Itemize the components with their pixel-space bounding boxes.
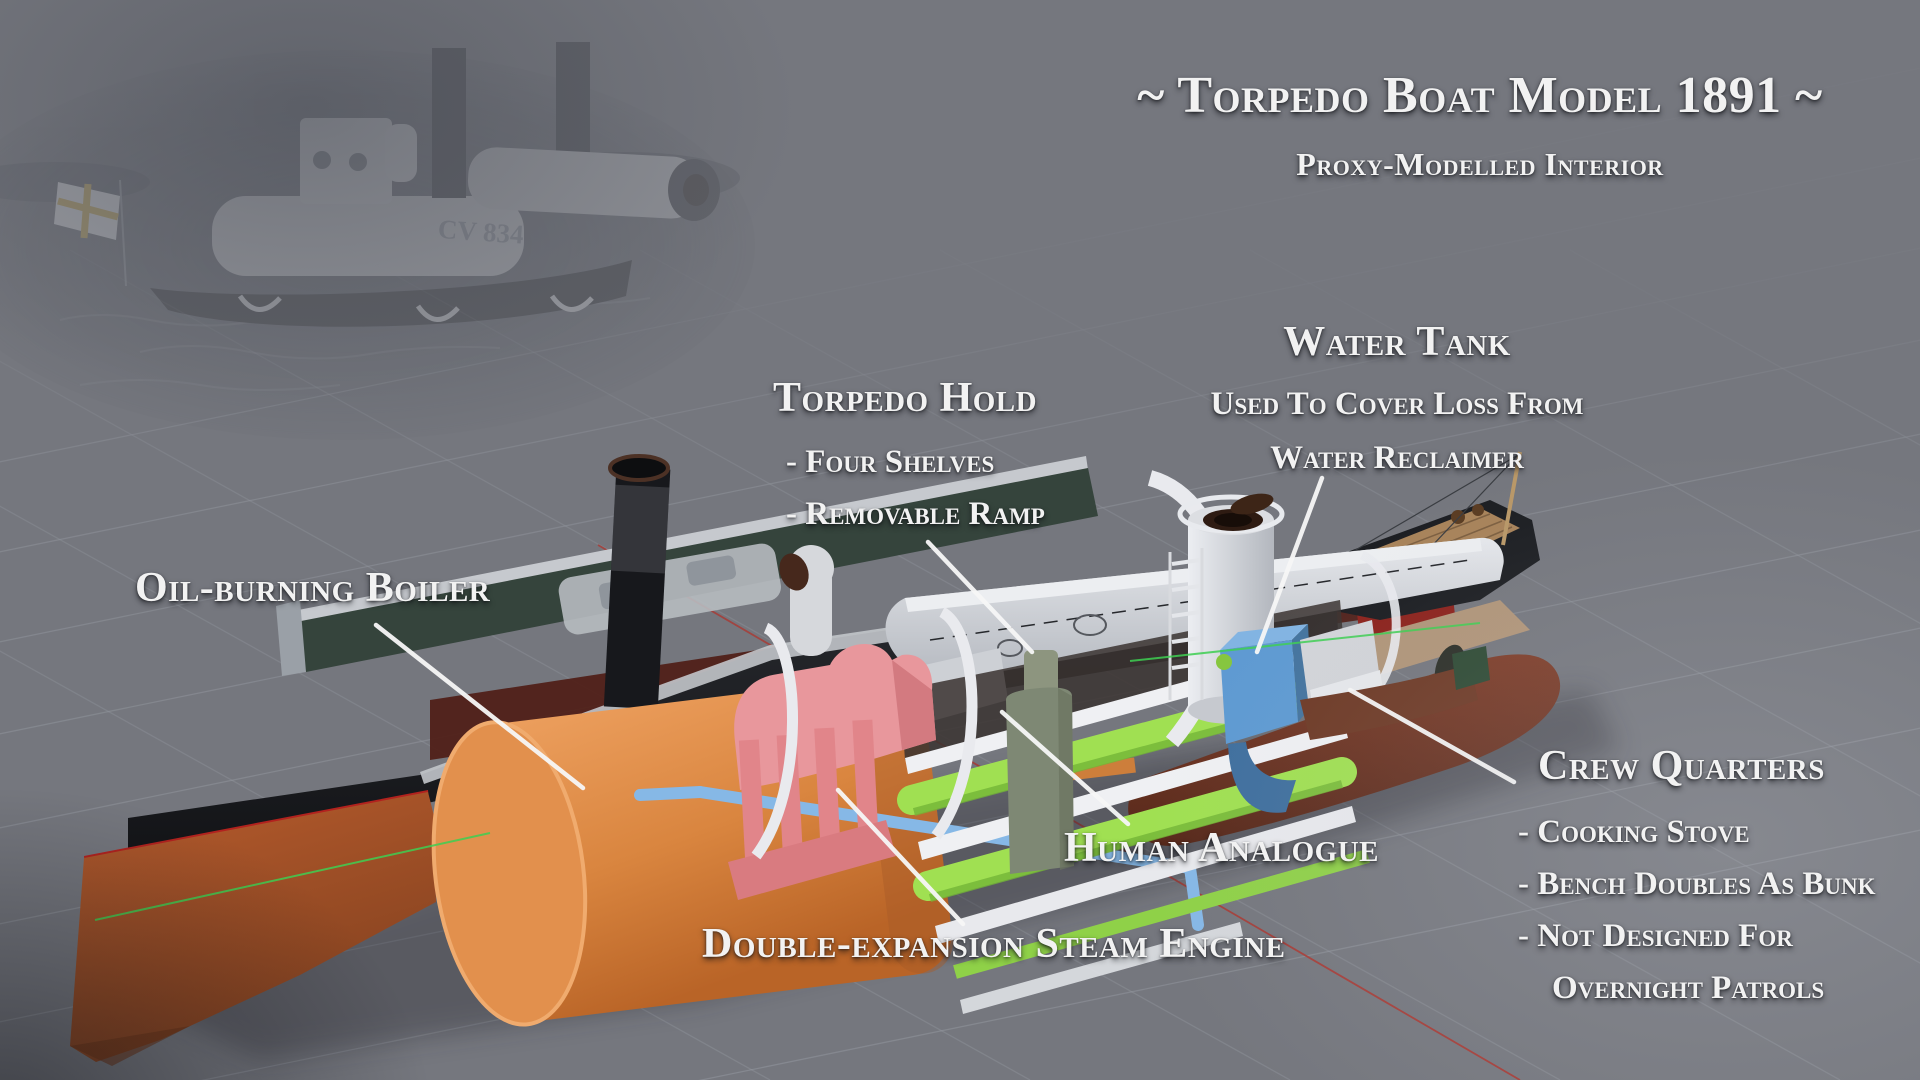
label-oil-burning-boiler: Oil-burning Boiler (135, 565, 491, 611)
label-human-analogue: Human Analogue (1064, 825, 1380, 871)
label-torpedo-hold: Torpedo Hold (773, 375, 1038, 421)
label-torpedo-hold-item-1: - Four Shelves (786, 444, 995, 480)
ghost-funnel (432, 48, 466, 198)
label-steam-engine: Double-expansion Steam Engine (702, 921, 1286, 967)
label-torpedo-hold-item-2: - Removable Ramp (786, 496, 1045, 532)
label-crew-quarters: Crew Quarters (1538, 743, 1825, 789)
funnel-rim (608, 454, 670, 482)
page-subtitle: Proxy-Modelled Interior (1296, 146, 1664, 182)
ghost-hull-code: CV 834 (437, 214, 525, 250)
ghost-torpedo-tube (467, 147, 701, 219)
label-crew-quarters-item-1: - Cooking Stove (1518, 814, 1750, 850)
label-crew-quarters-item-4: Overnight Patrols (1552, 970, 1825, 1006)
ghost-ship: CV 834 (0, 42, 755, 440)
label-crew-quarters-item-2: - Bench Doubles As Bunk (1518, 866, 1876, 902)
ghost-vent (385, 124, 417, 182)
label-crew-quarters-item-3: - Not Designed For (1518, 918, 1793, 954)
label-water-tank: Water Tank (1283, 319, 1511, 365)
label-water-tank-note-2: Water Reclaimer (1270, 440, 1524, 476)
label-water-tank-note-1: Used To Cover Loss From (1210, 386, 1584, 422)
page-title: ~ Torpedo Boat Model 1891 ~ (1137, 67, 1823, 124)
